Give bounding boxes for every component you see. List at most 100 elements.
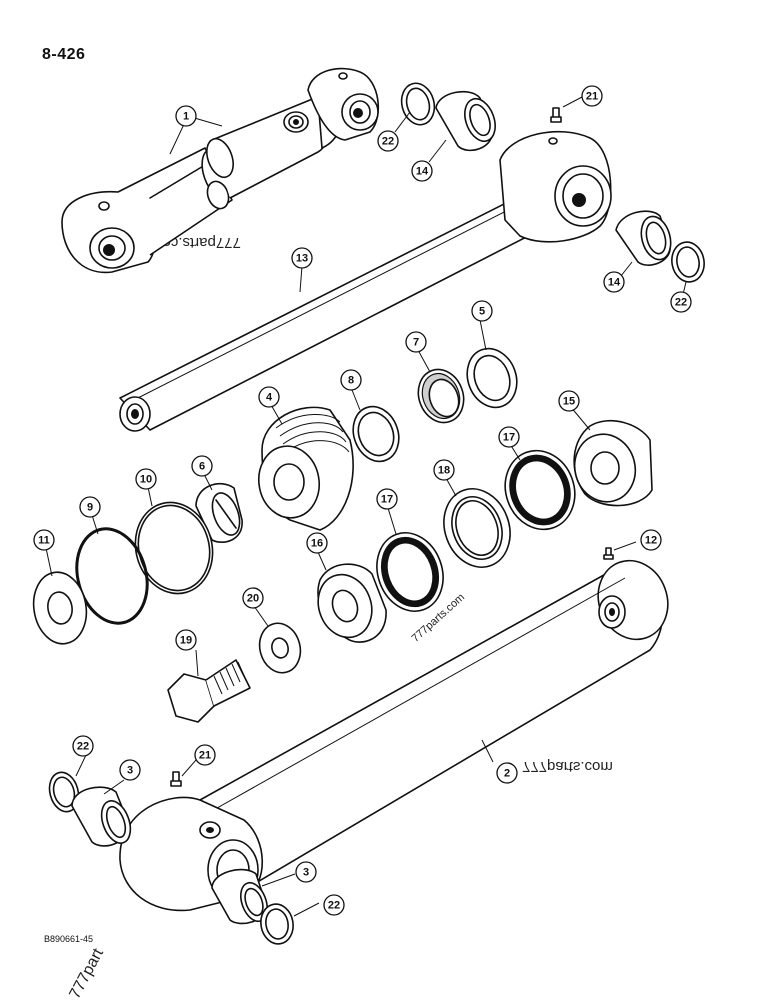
part-22-ring-upper-left: [400, 82, 436, 126]
part-12-grease-fitting: [603, 547, 614, 560]
callout-10: 10: [135, 468, 157, 490]
part-15-gland: [573, 419, 653, 507]
callout-number: 2: [504, 768, 510, 780]
callout-number: 22: [77, 741, 89, 753]
callout-20: 20: [242, 587, 264, 609]
callout-circle: [175, 629, 197, 651]
callout-circle: [242, 587, 264, 609]
callout-number: 22: [382, 136, 394, 148]
callout-7: 7: [405, 331, 427, 353]
callout-number: 19: [180, 635, 192, 647]
callout-circle: [558, 390, 580, 412]
part-3-bushing-lower-right: [211, 868, 268, 925]
callout-circle: [496, 762, 518, 784]
callout-circle: [340, 369, 362, 391]
part-8-ring: [352, 405, 400, 463]
callout-19: 19: [175, 629, 197, 651]
callout-number: 17: [381, 494, 393, 506]
callout-16: 16: [306, 532, 328, 554]
callout-number: 5: [479, 306, 485, 318]
callout-number: 14: [608, 277, 621, 289]
part-17-seal-right: [504, 449, 576, 531]
callout-circle: [411, 160, 433, 182]
page-reference: 8-426: [42, 46, 86, 63]
part-14-bushing-upper: [435, 90, 496, 152]
callout-circle: [306, 532, 328, 554]
callout-circle: [405, 331, 427, 353]
callout-circle: [603, 271, 625, 293]
callout-11: 11: [33, 529, 55, 551]
callout-circle: [581, 85, 603, 107]
callout-14: 14: [411, 160, 433, 182]
callout-9: 9: [79, 496, 101, 518]
callout-1: 1: [175, 105, 197, 127]
callout-6: 6: [191, 455, 213, 477]
callout-circle: [323, 894, 345, 916]
callout-17: 17: [376, 488, 398, 510]
callout-number: 18: [438, 465, 450, 477]
callout-number: 15: [563, 396, 575, 408]
callout-number: 22: [675, 297, 687, 309]
callout-number: 9: [87, 502, 93, 514]
part-16-ring: [317, 563, 387, 643]
part-19-bolt: [167, 659, 251, 723]
callout-number: 14: [416, 166, 429, 178]
callout-circle: [119, 759, 141, 781]
part-22-ring-right: [671, 241, 705, 283]
figure-code: B890661-45: [44, 934, 94, 944]
callout-21: 21: [581, 85, 603, 107]
callout-circle: [498, 426, 520, 448]
callout-22: 22: [377, 130, 399, 152]
leader-lines: [45, 96, 687, 917]
part-6-bushing: [195, 482, 243, 544]
part-7-back-up-ring: [417, 368, 465, 424]
callout-number: 10: [140, 474, 152, 486]
callout-number: 1: [183, 111, 189, 123]
part-1-barrel-upper: [61, 67, 379, 274]
callout-circle: [175, 105, 197, 127]
callout-circle: [33, 529, 55, 551]
part-11-washer: [32, 571, 88, 645]
callout-circle: [291, 247, 313, 269]
part-17-seal-left: [376, 532, 444, 612]
callout-number: 16: [311, 538, 323, 550]
callout-22: 22: [72, 735, 94, 757]
callout-18: 18: [433, 459, 455, 481]
callout-number: 12: [645, 535, 657, 547]
callout-circle: [471, 300, 493, 322]
callout-number: 17: [503, 432, 515, 444]
part-3-bushing-lower-left: [71, 786, 132, 847]
callout-circle: [377, 130, 399, 152]
callout-number: 6: [199, 461, 205, 473]
callout-circle: [670, 291, 692, 313]
callout-13: 13: [291, 247, 313, 269]
callout-8: 8: [340, 369, 362, 391]
callout-15: 15: [558, 390, 580, 412]
callout-12: 12: [640, 529, 662, 551]
callout-number: 21: [586, 91, 598, 103]
callout-circle: [433, 459, 455, 481]
part-18-ring: [443, 488, 511, 568]
callout-21: 21: [194, 744, 216, 766]
part-9-o-ring: [75, 527, 149, 625]
callout-circle: [258, 386, 280, 408]
callout-14: 14: [603, 271, 625, 293]
callout-number: 7: [413, 337, 419, 349]
callout-number: 11: [38, 535, 50, 547]
callout-circle: [640, 529, 662, 551]
callout-circle: [191, 455, 213, 477]
callout-number: 20: [247, 593, 259, 605]
callout-circle: [79, 496, 101, 518]
part-20-washer: [258, 622, 302, 674]
callout-3: 3: [295, 861, 317, 883]
part-13-piston-rod: [119, 130, 612, 432]
callout-22: 22: [323, 894, 345, 916]
part-5-wear-ring: [466, 347, 518, 409]
callout-circle: [194, 744, 216, 766]
callout-circle: [376, 488, 398, 510]
callout-5: 5: [471, 300, 493, 322]
callout-17: 17: [498, 426, 520, 448]
part-14-bushing-right: [615, 210, 672, 266]
